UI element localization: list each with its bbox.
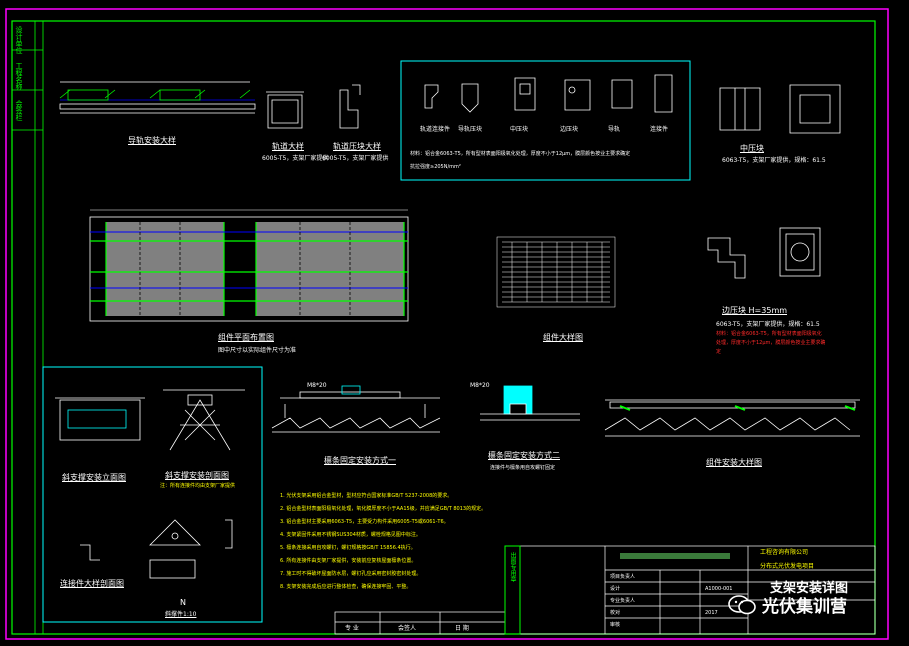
note-6: 6. 所有连接件由支架厂家提供，安装前应复核屋面檩条位置。 (280, 558, 417, 564)
brace-elevation-drawing (55, 397, 145, 441)
brace-detail-box (42, 366, 263, 623)
legend-note-2: 抗拉强度≥205N/mm² (410, 164, 461, 170)
brace-elevation-title: 斜支撑安装立面图 (62, 473, 126, 482)
edge-clamp-sub: 6063-T5，支架厂家提供，规格：61.5 (716, 321, 820, 328)
brace-section-drawing (163, 389, 245, 451)
note-5: 5. 檩条连接采用自攻螺钉，螺钉规格按GB/T 15856.4执行。 (280, 545, 416, 551)
legend-label-6: 连接件 (650, 126, 669, 133)
side-rail-section (266, 91, 304, 129)
stamp-column (504, 545, 521, 635)
edge-clip-title: 轨道压块大样 (333, 142, 381, 151)
watermark: 光伏集训营 (728, 592, 847, 617)
rail-install-title: 导轨安装大样 (128, 136, 176, 145)
row-label-1: 项目负责人 (610, 574, 636, 580)
stamp-label: 出图专用章 (509, 552, 516, 582)
edge-clamp-warning: 材料：铝合金6063-T5，所有型材表面阳极氧化处理，厚度不小于12μm，膜层颜… (716, 331, 826, 355)
chat-bubble-icon (728, 594, 756, 614)
approval-col-3: 日 期 (455, 625, 469, 632)
bracket-section-title: 连接件大样剖面图 (60, 579, 124, 588)
project-name: 分布式光伏发电项目 (760, 563, 815, 570)
module-outline-grid (496, 236, 616, 308)
side-bar-design-unit: 设计单位 (15, 26, 23, 54)
brace-section-sub: 注：所有连接件均由支架厂家提供 (160, 483, 236, 489)
note-8: 8. 支架安装完成后应进行整体检查，确保连接牢固、平整。 (280, 584, 412, 590)
side-bar-project: 工程名称 (15, 62, 23, 90)
bolt-label-2: M8*20 (470, 382, 490, 389)
north-label: N (180, 598, 186, 607)
outer-frame (5, 8, 889, 640)
approval-row (334, 611, 506, 635)
drawing-number: A1000-001 (705, 586, 733, 592)
fix-method-1-drawing (271, 385, 441, 433)
legend-label-2: 导轨压块 (458, 126, 483, 133)
sheet-title: 支架安装详图 (770, 581, 849, 596)
row-label-4: 校对 (610, 610, 621, 616)
legend-label-5: 导轨 (608, 126, 621, 133)
drawing-date: 2017 (705, 610, 718, 616)
approval-col-2: 会签人 (398, 625, 417, 632)
row-label-3: 专业负责人 (610, 598, 636, 604)
bracket-section-drawing (80, 519, 233, 579)
mid-clamp-drawing (719, 84, 841, 134)
rail-install-detail (59, 81, 256, 114)
profile-legend-box (400, 60, 691, 181)
fix-method-1-title: 檩条固定安装方式一 (324, 456, 396, 465)
legend-note-1: 材料：铝合金6063-T5，所有型材表面阳极氧化处理，厚度不小于12μm，膜层颜… (410, 151, 631, 157)
legend-label-3: 中压块 (510, 126, 529, 133)
fix-method-2-drawing (480, 385, 580, 421)
row-label-5: 审核 (610, 622, 621, 628)
fix-method-2-sub: 连接件与檩条用自攻螺钉固定 (490, 465, 556, 471)
note-1: 1. 光伏支架采用铝合金型材，型材应符合国家标准GB/T 5237-2008的要… (280, 493, 453, 499)
edge-clip-section (339, 84, 361, 129)
legend-label-1: 轨道连接件 (420, 126, 451, 133)
note-4: 4. 支架紧固件采用不锈钢SUS304材质，螺栓规格见图中标注。 (280, 532, 421, 538)
edge-clamp-title: 边压块 H=35mm (722, 306, 788, 315)
mid-clamp-sub: 6063-T5，支架厂家提供，规格：61.5 (722, 157, 826, 164)
note-7: 7. 施工时不得破坏屋面防水层，螺钉孔应采用密封胶密封处理。 (280, 571, 422, 577)
module-layout-title: 组件平面布置图 (218, 333, 274, 342)
profile-legend-shapes (424, 74, 673, 113)
notes-block: 1. 光伏支架采用铝合金型材，型材应符合国家标准GB/T 5237-2008的要… (280, 490, 502, 594)
module-layout-plan (89, 209, 409, 322)
edge-clip-sub: 6005-T5，支架厂家提供 (322, 155, 389, 162)
side-rail-sub: 6005-T5，支架厂家提供 (262, 155, 329, 162)
company-name: 工程咨询有限公司 (760, 549, 809, 556)
edge-clamp-drawing (707, 227, 821, 279)
scale-label: 斜撑件1:10 (165, 611, 197, 618)
bolt-label-1: M8*20 (307, 382, 327, 389)
module-install-drawing (604, 399, 860, 437)
brace-section-title: 斜支撑安装剖面图 (165, 471, 229, 480)
watermark-text: 光伏集训营 (762, 597, 847, 617)
note-2: 2. 铝合金型材表面阳极氧化处理，氧化膜厚度不小于AA15级，并应满足GB/T … (280, 506, 487, 512)
legend-label-4: 边压块 (560, 126, 579, 133)
side-rail-title: 轨道大样 (272, 142, 304, 151)
module-install-title: 组件安装大样图 (706, 458, 762, 467)
side-bar-countersign: 会签栏 (15, 100, 23, 121)
approval-col-1: 专 业 (345, 625, 359, 632)
module-layout-sub: 图中尺寸以实际组件尺寸为准 (218, 347, 297, 354)
redacted-bar (620, 553, 730, 559)
row-label-2: 设计 (610, 586, 621, 592)
mid-clamp-title: 中压块 (740, 144, 764, 153)
module-outline-title: 组件大样图 (543, 333, 583, 342)
fix-method-2-title: 檩条固定安装方式二 (488, 451, 560, 460)
note-3: 3. 铝合金型材主要采用6063-T5，主要受力构件采用6005-T5或6061… (280, 519, 449, 525)
